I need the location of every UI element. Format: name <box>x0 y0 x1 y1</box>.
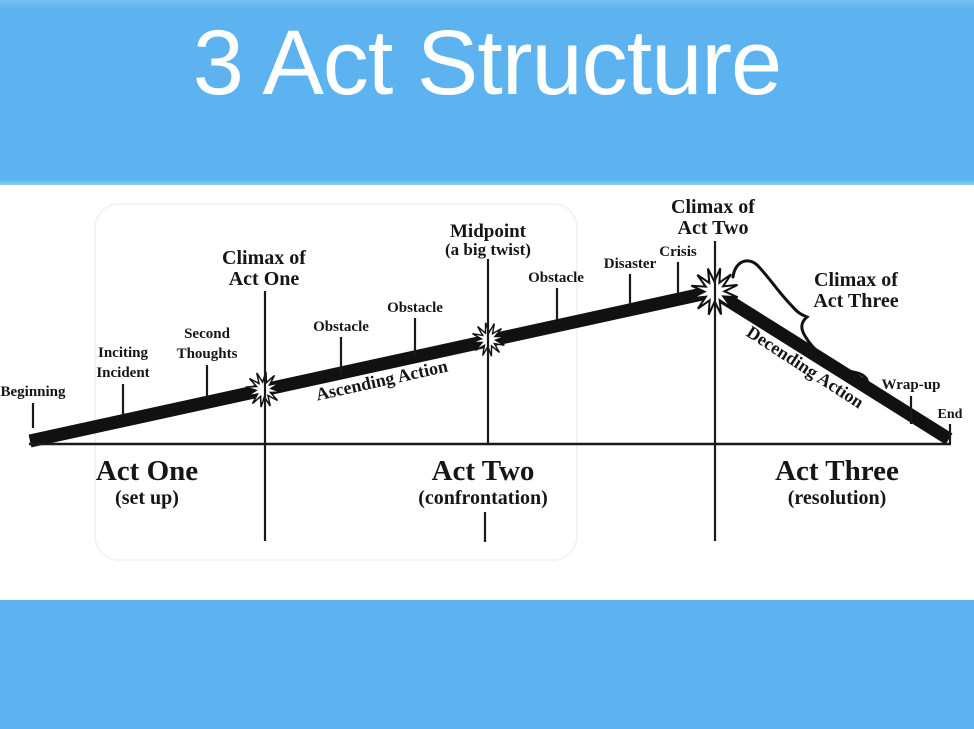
label-climax-act-three-line2: Act Three <box>813 290 898 312</box>
label-obstacle-3: Obstacle <box>528 270 584 286</box>
slide-title: 3 Act Structure <box>192 12 782 114</box>
label-midpoint-line1: Midpoint <box>450 221 527 242</box>
act-three-subtitle: (resolution) <box>788 487 887 509</box>
label-inciting-line1: Inciting <box>98 345 149 361</box>
label-wrap-up: Wrap-up <box>882 377 941 393</box>
label-second-line1: Second <box>184 326 231 342</box>
label-obstacle-1: Obstacle <box>313 319 369 335</box>
act-two-title: Act Two <box>432 455 535 487</box>
three-act-diagram: Beginning Inciting Incident Second Thoug… <box>0 196 963 561</box>
label-obstacle-2: Obstacle <box>387 300 443 316</box>
label-crisis: Crisis <box>659 244 697 260</box>
label-climax-act-three-line1: Climax of <box>814 269 898 291</box>
footer-band <box>0 600 974 729</box>
label-climax-act-one-line2: Act One <box>229 268 300 290</box>
label-inciting-line2: Incident <box>96 365 149 381</box>
ascending-arc-line <box>28 284 718 448</box>
label-disaster: Disaster <box>604 256 657 272</box>
act-one-subtitle: (set up) <box>115 487 179 509</box>
act-two-subtitle: (confrontation) <box>418 487 548 509</box>
diagram-panel: Beginning Inciting Incident Second Thoug… <box>0 185 974 600</box>
act-one-title: Act One <box>96 455 198 487</box>
label-midpoint-line2: (a big twist) <box>445 240 531 259</box>
label-second-line2: Thoughts <box>177 346 238 362</box>
label-climax-act-two-line1: Climax of <box>671 196 755 218</box>
act-three-title: Act Three <box>775 455 899 487</box>
label-end: End <box>938 407 963 422</box>
label-climax-act-two-line2: Act Two <box>678 217 749 239</box>
label-climax-act-one-line1: Climax of <box>222 247 306 269</box>
label-beginning: Beginning <box>0 384 66 400</box>
faint-frame <box>94 203 578 561</box>
descending-arc-line <box>709 285 953 445</box>
header-band: 3 Act Structure <box>0 0 974 185</box>
brace-climax-act-three <box>731 259 869 387</box>
